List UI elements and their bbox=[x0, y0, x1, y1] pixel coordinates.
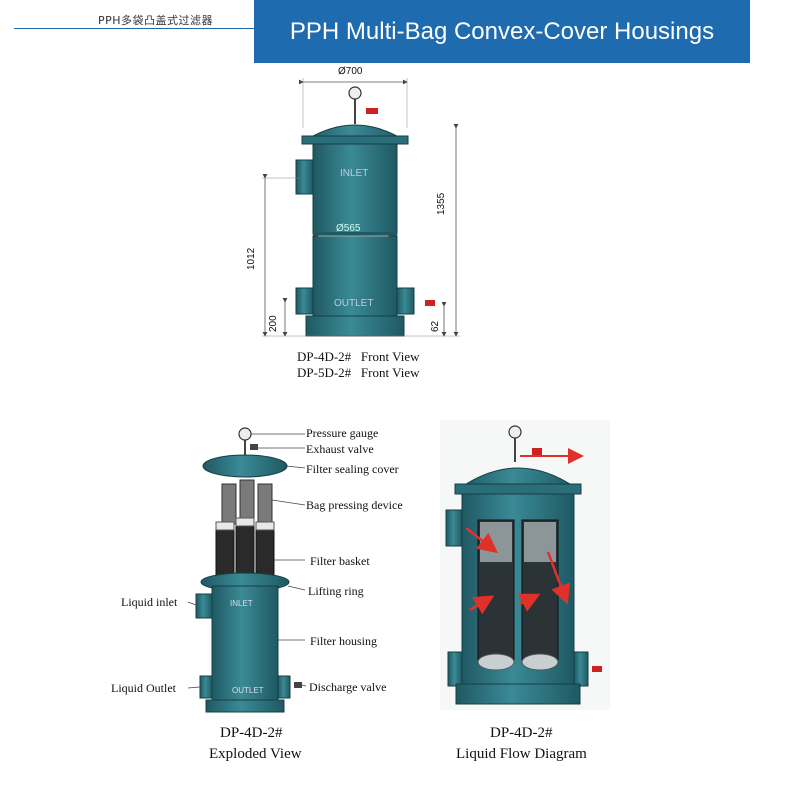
page-title: PPH Multi-Bag Convex-Cover Housings bbox=[254, 0, 750, 63]
pressure-gauge-icon bbox=[348, 86, 362, 100]
callout-filter-housing: Filter housing bbox=[310, 634, 378, 648]
exploded-view-model: DP-4D-2# bbox=[220, 725, 283, 741]
dimension-drain-height: 62 bbox=[430, 320, 441, 332]
callout-exhaust-valve: Exhaust valve bbox=[306, 442, 374, 456]
header-chinese-title: PPH多袋凸盖式过滤器 bbox=[98, 14, 214, 27]
dimension-total-height: 1355 bbox=[436, 192, 447, 215]
flow-arrows bbox=[465, 527, 571, 615]
callout-discharge-valve: Discharge valve bbox=[309, 680, 387, 694]
flow-diagram-caption: Liquid Flow Diagram bbox=[456, 746, 587, 762]
callout-lifting-ring: Lifting ring bbox=[308, 584, 364, 598]
page-title-text: PPH Multi-Bag Convex-Cover Housings bbox=[289, 17, 715, 45]
callout-pressure-gauge: Pressure gauge bbox=[306, 426, 379, 440]
flow-diagram-model: DP-4D-2# bbox=[490, 725, 553, 741]
header-rule bbox=[14, 28, 264, 29]
exploded-outlet-label: OUTLET bbox=[232, 686, 264, 695]
exploded-view-caption: Exploded View bbox=[209, 746, 302, 762]
callout-filter-basket: Filter basket bbox=[310, 554, 370, 568]
front-view-drawing bbox=[262, 78, 460, 337]
callout-liquid-inlet: Liquid inlet bbox=[121, 595, 178, 609]
callout-bag-pressing-device: Bag pressing device bbox=[306, 498, 403, 512]
dimension-top-diameter: Ø700 bbox=[338, 66, 363, 77]
dimension-outlet-height: 200 bbox=[268, 315, 279, 332]
flow-diagram-drawing bbox=[440, 420, 610, 710]
exploded-view-drawing bbox=[187, 427, 307, 713]
dimension-body-diameter: Ø565 bbox=[336, 223, 361, 234]
front-outlet-label: OUTLET bbox=[334, 298, 374, 309]
front-view-caption-1: DP-4D-2# Front View bbox=[297, 349, 420, 364]
exploded-inlet-label: INLET bbox=[230, 599, 253, 608]
valve-icon bbox=[366, 108, 378, 114]
callout-liquid-outlet: Liquid Outlet bbox=[111, 681, 176, 695]
callout-filter-sealing-cover: Filter sealing cover bbox=[306, 462, 399, 476]
front-inlet-label: INLET bbox=[340, 168, 369, 179]
dimension-inlet-height: 1012 bbox=[246, 247, 257, 270]
front-view-caption-2: DP-5D-2# Front View bbox=[297, 365, 420, 380]
